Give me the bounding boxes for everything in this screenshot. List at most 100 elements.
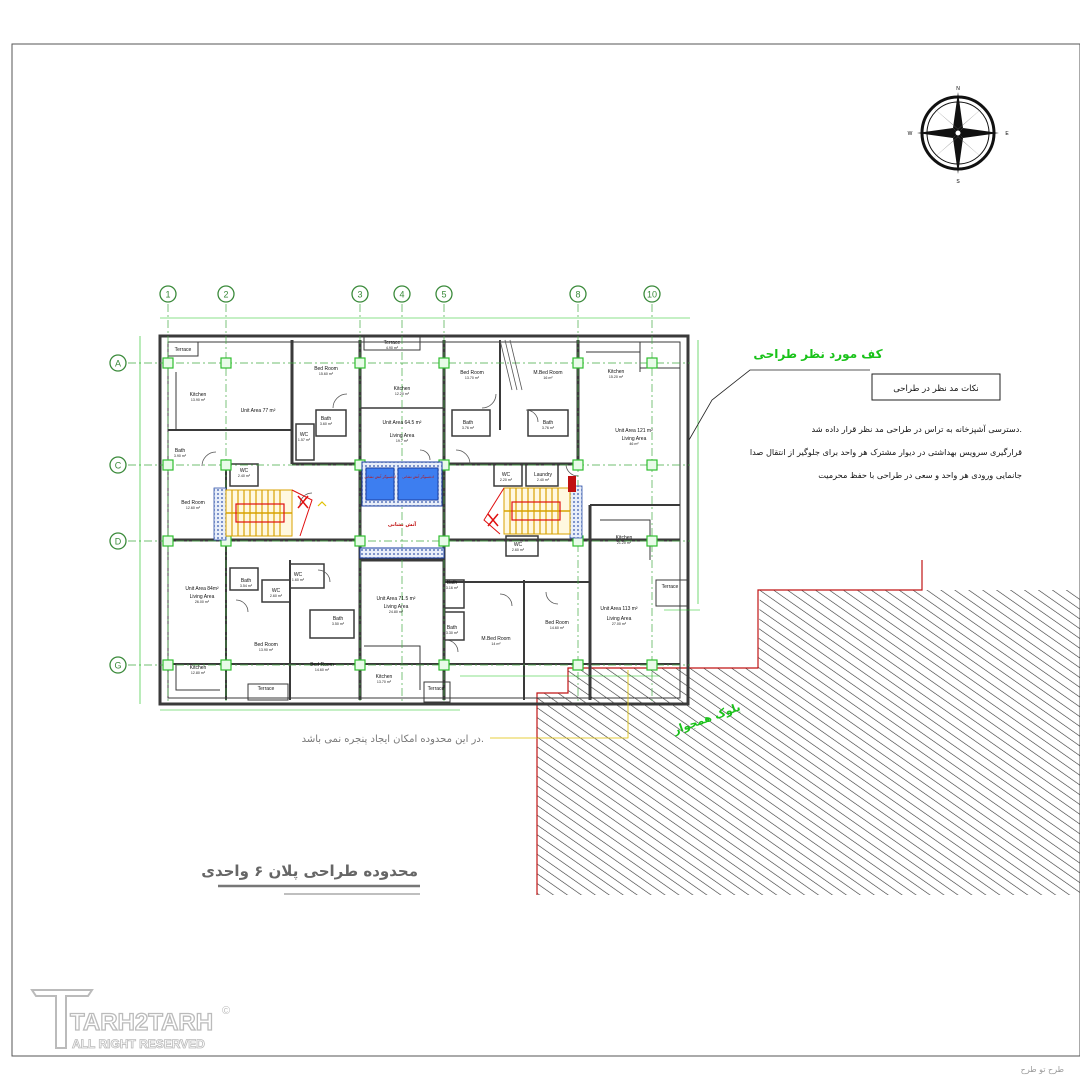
room-label-living-121: Living Area xyxy=(622,436,647,442)
room-label-bath-6: Bath xyxy=(333,616,344,622)
grid-bubble-col-8: 8 xyxy=(569,285,587,303)
room-area-bath-8: 3.30 m² xyxy=(446,631,459,635)
room-label-kitchen-4: Kitchen xyxy=(616,535,633,541)
room-area-living-84: 26.00 m² xyxy=(195,600,210,604)
room-label-unit-64: Unit Area 64.5 m² xyxy=(383,420,422,426)
compass-rose: N S E W xyxy=(908,86,1010,185)
grid-bubble-row-g: G xyxy=(109,656,127,674)
room-area-bath-5: 3.54 m² xyxy=(240,584,253,588)
room-label-unit-84: Unit Area 84m² xyxy=(185,586,219,592)
room-area-living-64: 19.7 m² xyxy=(396,439,409,443)
room-area-kitchen-6: 13.70 m² xyxy=(377,680,392,684)
room-area-bedroom-3: 13.70 m² xyxy=(465,376,480,380)
room-label-bedroom-4: Bed Room xyxy=(254,642,278,648)
room-area-kitchen-3: 15.20 m² xyxy=(609,375,624,379)
room-label-bedroom-2: Bed Room xyxy=(314,366,338,372)
stair-right xyxy=(483,476,583,539)
grid-label: A xyxy=(115,359,121,369)
room-label-kitchen-5: Kitchen xyxy=(190,665,207,671)
room-area-terrace-n: 4.90 m² xyxy=(386,346,399,350)
grid-bubble-col-3: 3 xyxy=(351,285,369,303)
room-area-wc-3: 2.20 m² xyxy=(500,478,513,482)
room-label-kitchen-1: Kitchen xyxy=(190,392,207,398)
note-1: دسترسی آشپزخانه به تراس در طراحی مد نظر … xyxy=(811,424,1022,434)
room-label-bedroom-1: Bed Room xyxy=(181,500,205,506)
note-2: قرارگیری سرویس بهداشتی در دیوار مشترک هر… xyxy=(750,447,1022,457)
grid-label: D xyxy=(115,537,122,547)
compass-e: E xyxy=(1005,131,1009,137)
room-area-bath-4: 3.76 m² xyxy=(542,426,555,430)
room-label-unit-121: Unit Area 121 m² xyxy=(615,428,653,434)
grid-bubble-row-c: C xyxy=(109,456,127,474)
elevator-shafts: ادغسوگر آتش نشانی ادغسوگر آتش نشانی آتش … xyxy=(359,449,445,559)
room-label-unit-71: Unit Area 71.5 m² xyxy=(377,596,416,602)
room-label-wc-6: WC xyxy=(272,588,281,594)
room-label-kitchen-3: Kitchen xyxy=(608,369,625,375)
room-label-bedroom-5: Bed Room xyxy=(545,620,569,626)
watermark-rights: ALL RIGHT RESERVED xyxy=(72,1037,205,1051)
room-area-bath-2: 3.60 m² xyxy=(320,422,333,426)
room-area-living-71: 24.80 m² xyxy=(389,610,404,614)
grid-label: 3 xyxy=(357,290,362,300)
compass-w: W xyxy=(908,131,913,137)
room-area-wc-5: 1.60 m² xyxy=(292,578,305,582)
design-floor-leader xyxy=(688,369,870,441)
room-label-living-64: Living Area xyxy=(390,433,415,439)
no-window-note: در این محدوده امکان ایجاد پنجره نمی باشد… xyxy=(302,734,484,745)
room-area-bath-6: 3.50 m² xyxy=(332,622,345,626)
room-label-unit-77: Unit Area 77 m² xyxy=(241,408,276,414)
watermark-brand: TARH2TARH xyxy=(70,1009,213,1036)
fire-note-label: آتش نشانی xyxy=(388,520,416,528)
room-label-mbed-1: M.Bed Room xyxy=(533,370,562,376)
room-area-kitchen-4: 21.20 m² xyxy=(617,541,632,545)
watermark-copyright: © xyxy=(222,1005,230,1017)
room-label-wc-3: WC xyxy=(502,472,511,478)
room-label-terrace-nw: Terrace xyxy=(175,347,192,353)
room-area-kitchen-2: 12.20 m² xyxy=(395,392,410,396)
room-label-kitchen-6: Kitchen xyxy=(376,674,393,680)
room-label-bedroom-3: Bed Room xyxy=(460,370,484,376)
light-shaft xyxy=(499,339,523,391)
room-label-mbed-2: M.Bed Room xyxy=(481,636,510,642)
room-area-bedroom-1: 12.60 m² xyxy=(186,506,201,510)
corner-watermark: طرح تو طرح xyxy=(1021,1065,1064,1074)
grid-bubble-col-4: 4 xyxy=(393,285,411,303)
grid-bubbles: 1 2 3 4 5 8 10 A C D G xyxy=(109,285,661,674)
room-area-wc-6: 2.60 m² xyxy=(270,594,283,598)
grid-bubble-col-2: 2 xyxy=(217,285,235,303)
room-area-bath-1: 3.90 m² xyxy=(174,454,187,458)
room-label-wc-2: WC xyxy=(300,432,309,438)
room-area-living-121: 46 m² xyxy=(629,442,639,446)
grid-label: 2 xyxy=(223,290,228,300)
room-label-living-113: Living Area xyxy=(607,616,632,622)
room-area-wc-4: 2.60 m² xyxy=(512,548,525,552)
scope-title: محدوده طراحی پلان ۶ واحدی xyxy=(201,862,418,881)
grid-label: 5 xyxy=(441,290,446,300)
room-label-terrace-s: Terrace xyxy=(428,686,445,692)
room-area-bedroom-2: 15.60 m² xyxy=(319,372,334,376)
room-label-kitchen-2: Kitchen xyxy=(394,386,411,392)
room-label-living-71: Living Area xyxy=(384,604,409,610)
door-swings xyxy=(201,393,579,653)
room-area-wc-1: 2.40 m² xyxy=(238,474,251,478)
room-label-living-84: Living Area xyxy=(190,594,215,600)
room-area-mbed-2: 14 m² xyxy=(491,642,501,646)
grid-label: 4 xyxy=(399,290,404,300)
grid-label: G xyxy=(114,661,121,671)
grid-bubble-col-10: 10 xyxy=(643,285,661,303)
grid-label: C xyxy=(115,461,122,471)
room-label-bath-1: Bath xyxy=(175,448,186,454)
room-label-bath-3: Bath xyxy=(463,420,474,426)
grid-bubble-col-5: 5 xyxy=(435,285,453,303)
compass-n: N xyxy=(956,86,960,92)
grid-label: 8 xyxy=(575,290,580,300)
room-label-laundry: Laundry xyxy=(534,472,553,478)
sheet-border xyxy=(11,43,1080,1057)
fire-shaft-label-1: ادغسوگر آتش نشانی xyxy=(364,474,395,479)
room-area-bath-3: 3.76 m² xyxy=(462,426,475,430)
room-area-bedroom-6: 14.60 m² xyxy=(315,668,330,672)
room-label-bath-5: Bath xyxy=(241,578,252,584)
room-label-bath-2: Bath xyxy=(321,416,332,422)
